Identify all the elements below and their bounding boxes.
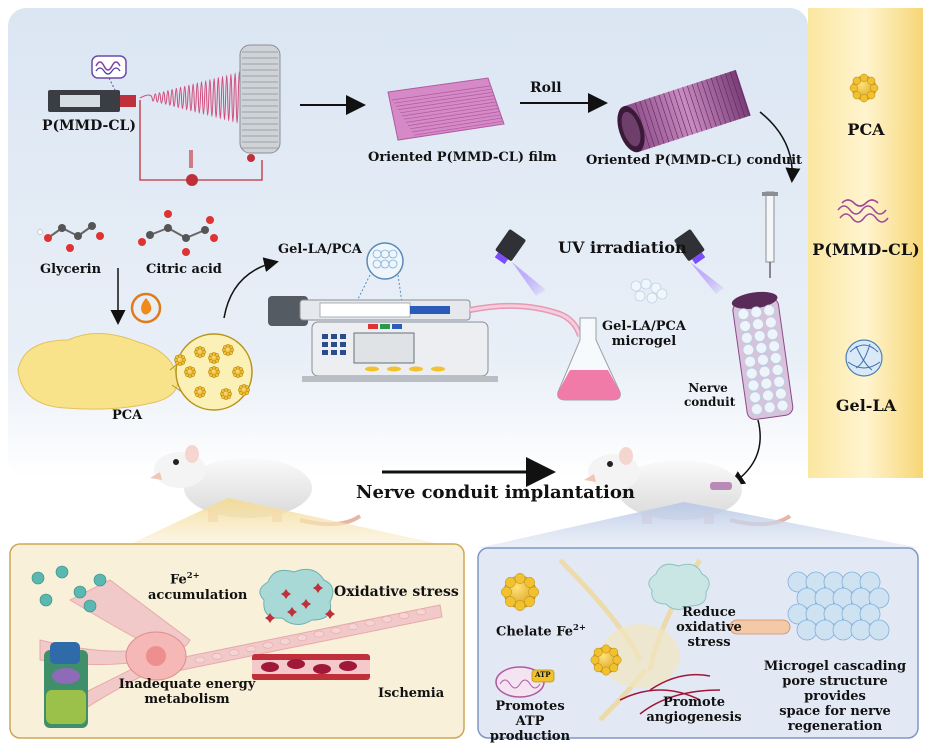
oriented-film-label: Oriented P(MMD-CL) film [368,150,557,165]
fe-accumulation-label: accumulation [148,588,248,603]
chelate-fe-label: Chelate Fe2+ [496,622,586,640]
citric-acid-label: Citric acid [146,262,222,277]
roll-label: Roll [530,80,562,96]
nerve-conduit-label: Nerve conduit [684,381,736,409]
uv-irradiation-label: UV irradiation [558,238,687,257]
oxidative-stress-label: Oxidative stress [334,584,459,600]
pca-product-label: PCA [112,408,143,423]
oriented-conduit-label: Oriented P(MMD-CL) conduit [586,153,803,168]
legend-pmmd-cl-label: P(MMD-CL) [812,240,920,259]
promote-atp-label: Promotes ATP production [489,699,571,744]
ischemia-label: Ischemia [378,686,445,701]
legend-gel-la-label: Gel-LA [835,396,897,415]
glycerin-label: Glycerin [40,262,102,277]
microgel-label: Gel-LA/PCA microgel [602,319,686,349]
atp-badge: ATP [535,670,551,679]
pmmd-cl-pump-label: P(MMD-CL) [42,118,136,134]
angiogenesis-label: Promote angiogenesis [646,695,742,725]
implantation-label: Nerve conduit implantation [356,482,635,503]
legend-pca-label: PCA [847,120,885,139]
reduce-oxidative-stress-label: Reduce oxidative stress [676,605,742,650]
gel-la-pca-label: Gel-LA/PCA [278,242,362,257]
fe-ion-label: Fe2+ [170,570,200,588]
energy-metabolism-label: Inadequate energy metabolism [118,677,256,707]
microgel-pore-label: Microgel cascading pore structure provid… [763,659,907,734]
